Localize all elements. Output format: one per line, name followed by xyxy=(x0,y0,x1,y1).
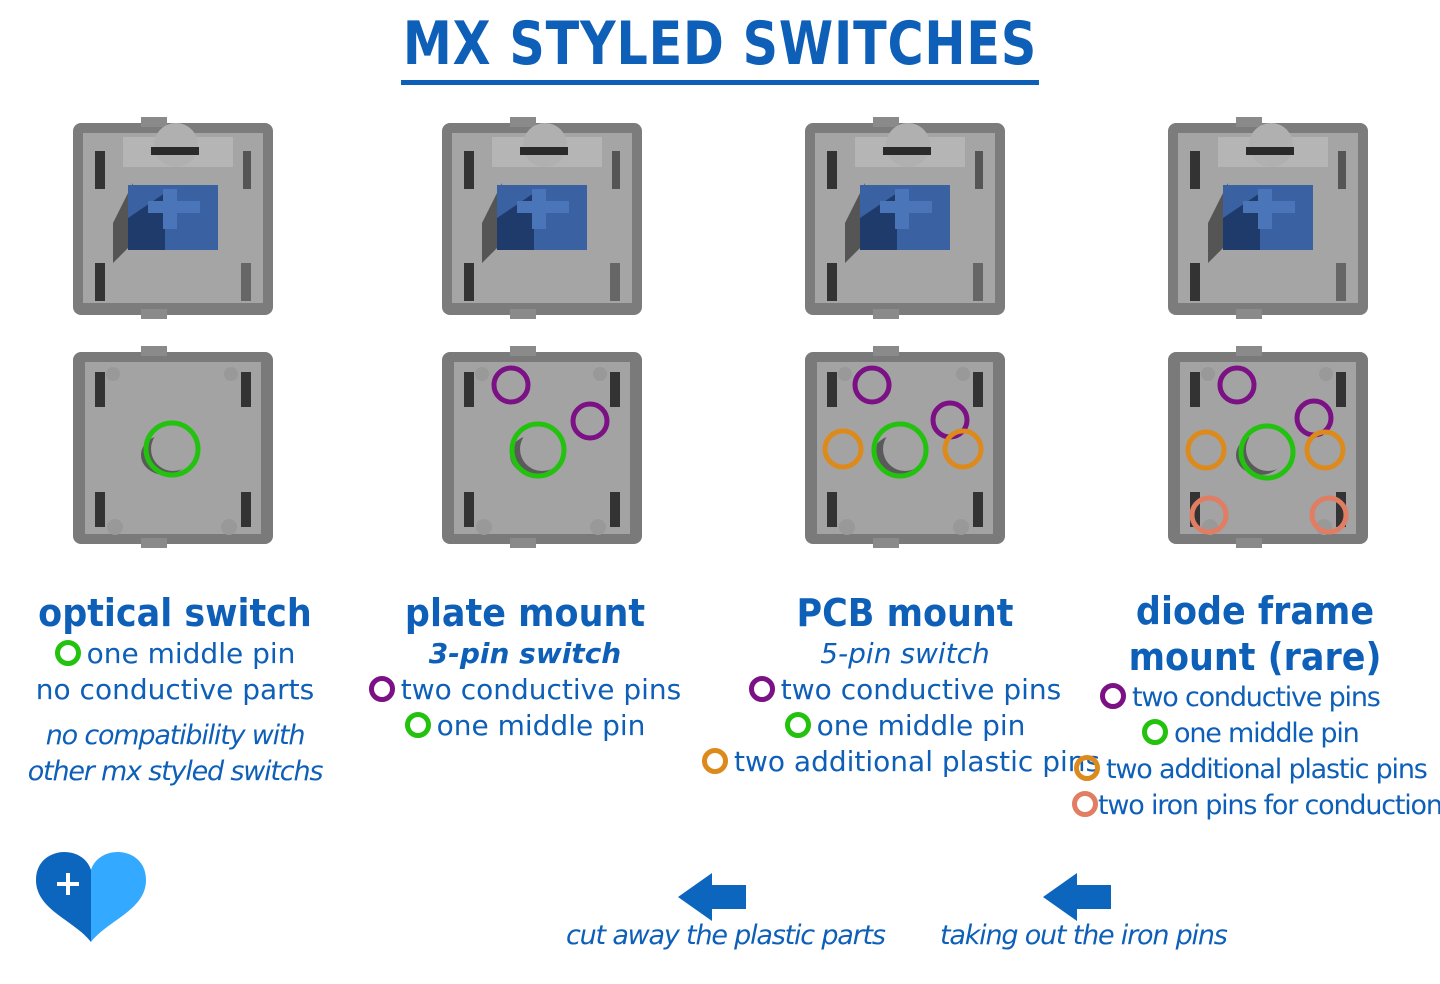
salmon-ring-marker xyxy=(1189,495,1229,535)
left-arrow-icon xyxy=(1043,873,1111,921)
legend-item: two conductive pins xyxy=(1100,680,1440,716)
purple-ring-marker xyxy=(852,365,892,405)
green-ring-icon xyxy=(1142,719,1168,745)
subtitle: 3-pin switch xyxy=(428,637,622,670)
purple-ring-icon xyxy=(748,676,775,702)
green-ring-icon xyxy=(784,712,811,738)
note: no compatibility with xyxy=(45,720,306,751)
legend-item: one middle pin xyxy=(20,636,330,672)
green-ring-marker xyxy=(509,421,567,479)
salmon-ring-icon xyxy=(1072,791,1098,817)
purple-ring-marker xyxy=(570,401,610,441)
orange-ring-marker xyxy=(1304,429,1346,471)
switch-bottom-view xyxy=(805,346,1005,548)
switch-bottom-view xyxy=(73,346,273,548)
legend-item: one middle pin xyxy=(700,708,1110,744)
orange-ring-marker xyxy=(942,428,984,470)
green-ring-marker xyxy=(1238,423,1296,481)
legend-item: two additional plastic pins xyxy=(702,744,1110,780)
green-ring-icon xyxy=(404,712,431,738)
green-ring-marker xyxy=(871,421,929,479)
salmon-ring-marker xyxy=(1309,495,1349,535)
switch-top-view xyxy=(1168,117,1368,319)
legend-item: two iron pins for conduction xyxy=(1072,788,1440,824)
legend-item: two additional plastic pins xyxy=(1074,752,1440,788)
pcb-mount-description: PCB mount 5-pin switch two conductive pi… xyxy=(700,590,1110,780)
orange-ring-icon xyxy=(702,748,728,774)
note: other mx styled switchs xyxy=(27,756,324,787)
legend-item: one middle pin xyxy=(355,708,695,744)
legend-item: two conductive pins xyxy=(355,672,695,708)
optical-switch-description: optical switch one middle pin no conduct… xyxy=(20,590,330,790)
legend-item: one middle pin xyxy=(1142,716,1440,752)
heart-plus-icon xyxy=(36,852,146,942)
orange-ring-marker xyxy=(1185,429,1227,471)
heading: optical switch xyxy=(38,591,312,635)
left-arrow-icon xyxy=(678,873,746,921)
switch-top-view xyxy=(73,117,273,319)
purple-ring-marker xyxy=(491,365,531,405)
caption: taking out the iron pins xyxy=(940,920,1228,951)
diode-frame-description: diode frame mount (rare) two conductive … xyxy=(1070,588,1440,824)
plate-mount-description: plate mount 3-pin switch two conductive … xyxy=(355,590,695,744)
subtitle: 5-pin switch xyxy=(820,637,990,670)
switch-bottom-view xyxy=(442,346,642,548)
heading: PCB mount xyxy=(796,591,1014,635)
caption: cut away the plastic parts xyxy=(566,920,886,951)
switch-top-view xyxy=(442,117,642,319)
orange-ring-icon xyxy=(1074,755,1100,781)
page-title: MX STYLED SWITCHES xyxy=(130,8,1311,85)
green-ring-icon xyxy=(54,640,81,666)
purple-ring-marker xyxy=(1217,365,1257,405)
switch-top-view xyxy=(805,117,1005,319)
heading: plate mount xyxy=(404,591,646,635)
orange-ring-marker xyxy=(822,428,864,470)
legend-item: no conductive parts xyxy=(35,673,315,706)
legend-item: two conductive pins xyxy=(700,672,1110,708)
green-ring-marker xyxy=(143,420,201,478)
heading: mount (rare) xyxy=(1128,635,1382,679)
purple-ring-icon xyxy=(1100,683,1126,709)
switch-bottom-view xyxy=(1168,346,1368,548)
heading: diode frame xyxy=(1135,589,1375,633)
purple-ring-icon xyxy=(368,676,395,702)
